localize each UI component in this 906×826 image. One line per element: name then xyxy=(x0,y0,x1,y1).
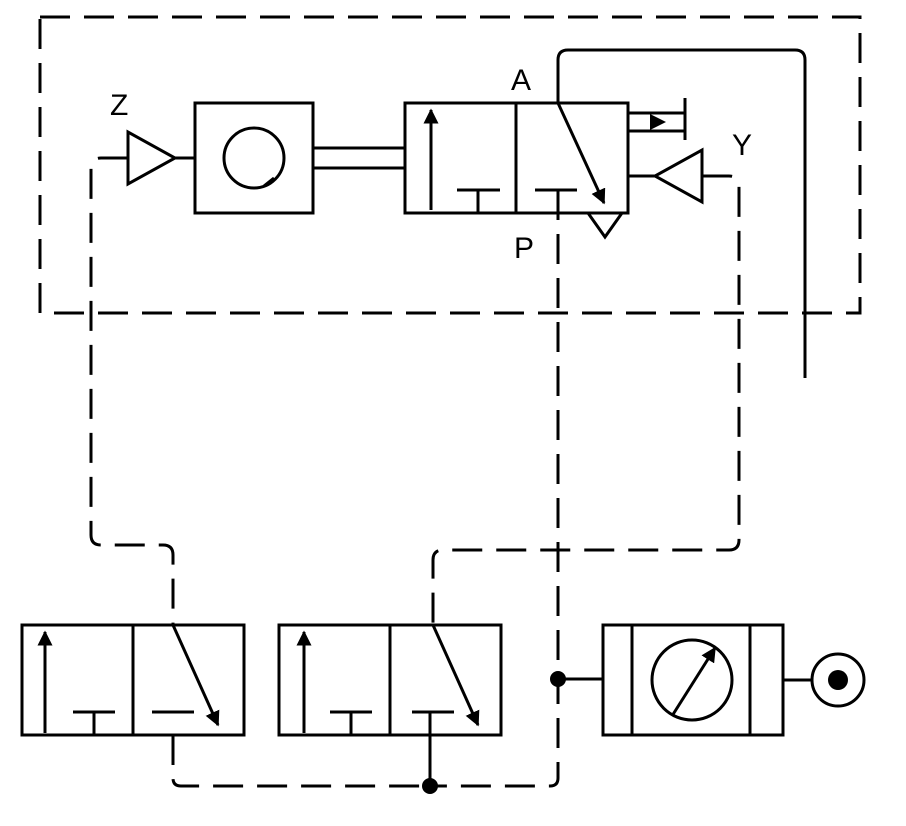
supply-line-p xyxy=(430,190,560,788)
supply-line-lower xyxy=(171,735,430,788)
lower-left-valve-right-arrow xyxy=(171,624,220,727)
pilot-line-y xyxy=(431,174,741,625)
port-label-p: P xyxy=(514,232,534,265)
pilot-z-triangle xyxy=(126,129,179,187)
pilot-line-z xyxy=(89,156,175,625)
enclosure-boundary xyxy=(38,15,862,315)
source-symbol-inner xyxy=(828,670,848,690)
port-label-y: Y xyxy=(732,129,752,162)
rotary-element-box xyxy=(193,101,315,215)
exhaust-triangle-icon xyxy=(585,211,625,240)
port-label-a: A xyxy=(511,64,531,97)
pressure-gauge-icon xyxy=(650,638,734,722)
port-a-output-line xyxy=(556,48,807,378)
pressure-gauge-needle xyxy=(670,646,717,717)
source-symbol-outer xyxy=(810,652,866,708)
main-valve-right-flow-arrow xyxy=(556,102,606,205)
lower-middle-valve-right-arrow xyxy=(431,624,480,727)
port-label-z: Z xyxy=(110,89,128,122)
detent-arrow-icon xyxy=(650,114,666,130)
supply-junction-dot xyxy=(422,778,438,794)
rotary-circle-tick xyxy=(263,176,275,188)
pilot-y-triangle xyxy=(651,147,704,205)
rotary-circle-icon xyxy=(222,126,286,190)
